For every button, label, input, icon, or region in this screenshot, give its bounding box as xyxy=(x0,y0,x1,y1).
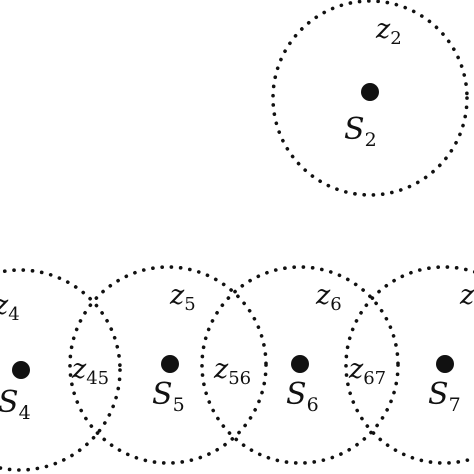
overlap-label-z56: z56 xyxy=(213,354,251,389)
station-label-s6: S6 xyxy=(286,377,319,416)
station-dot-s5 xyxy=(161,355,179,373)
overlap-label-z67: z67 xyxy=(348,354,386,389)
overlap-label-z45: z45 xyxy=(71,354,109,389)
zone-label-z6: z6 xyxy=(315,280,342,315)
zone-label-z7: z xyxy=(459,280,474,311)
station-label-s4: S4 xyxy=(0,385,31,424)
coverage-circle-s4 xyxy=(0,268,122,472)
station-label-s5: S5 xyxy=(152,377,185,416)
station-dot-s2 xyxy=(361,83,379,101)
station-dot-s7 xyxy=(436,355,454,373)
station-dot-s6 xyxy=(291,355,309,373)
zone-label-z5: z5 xyxy=(169,280,196,315)
zone-label-z4: z4 xyxy=(0,290,20,325)
zone-label-z2: z2 xyxy=(375,14,402,49)
station-dot-s4 xyxy=(12,361,30,379)
coverage-circle-s6 xyxy=(200,265,400,465)
coverage-circle-s7 xyxy=(344,265,474,465)
station-label-s2: S2 xyxy=(344,112,377,151)
station-label-s7: S7 xyxy=(428,377,461,416)
coverage-circle-s2 xyxy=(271,0,469,197)
coverage-circle-s5 xyxy=(68,265,268,465)
